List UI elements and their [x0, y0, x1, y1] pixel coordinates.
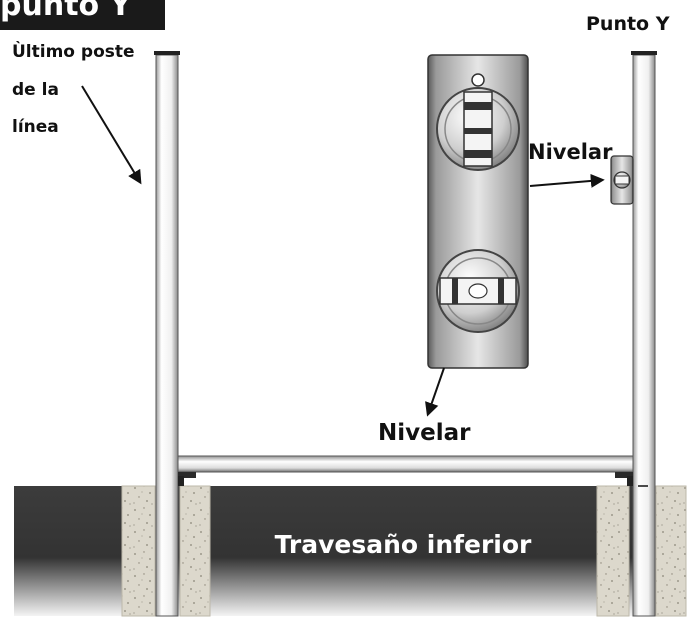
label-travesano-inferior: Travesaño inferior: [274, 530, 532, 559]
label-nivelar-bottom: Nivelar: [378, 420, 471, 446]
title-banner: punto Y: [0, 0, 165, 30]
label-ultimo-poste-line1: Ùltimo poste: [12, 42, 135, 62]
rail-clip-left: [178, 476, 184, 486]
large-level: [427, 54, 529, 369]
label-ultimo-poste-line2: de la: [12, 80, 59, 100]
label-nivelar-right: Nivelar: [528, 140, 613, 164]
level-hang-hole: [471, 73, 485, 87]
right-footing-right: [655, 485, 687, 617]
arrow-nivelar-right: [529, 173, 605, 188]
left-footing-right: [179, 485, 211, 617]
left-footing-left: [121, 485, 156, 617]
rail-clip-right: [627, 476, 633, 486]
arrow-nivelar-bottom: [425, 367, 445, 417]
label-punto-y: Punto Y: [586, 13, 670, 35]
right-footing-left: [596, 485, 630, 617]
right-post-cap: [631, 51, 657, 55]
small-level: [610, 155, 634, 205]
bottom-rail: [177, 455, 634, 473]
left-post-cap: [154, 51, 180, 55]
label-ultimo-poste-line3: línea: [12, 117, 59, 137]
title-text: punto Y: [0, 0, 132, 23]
arrow-ultimo-poste: [81, 85, 142, 185]
